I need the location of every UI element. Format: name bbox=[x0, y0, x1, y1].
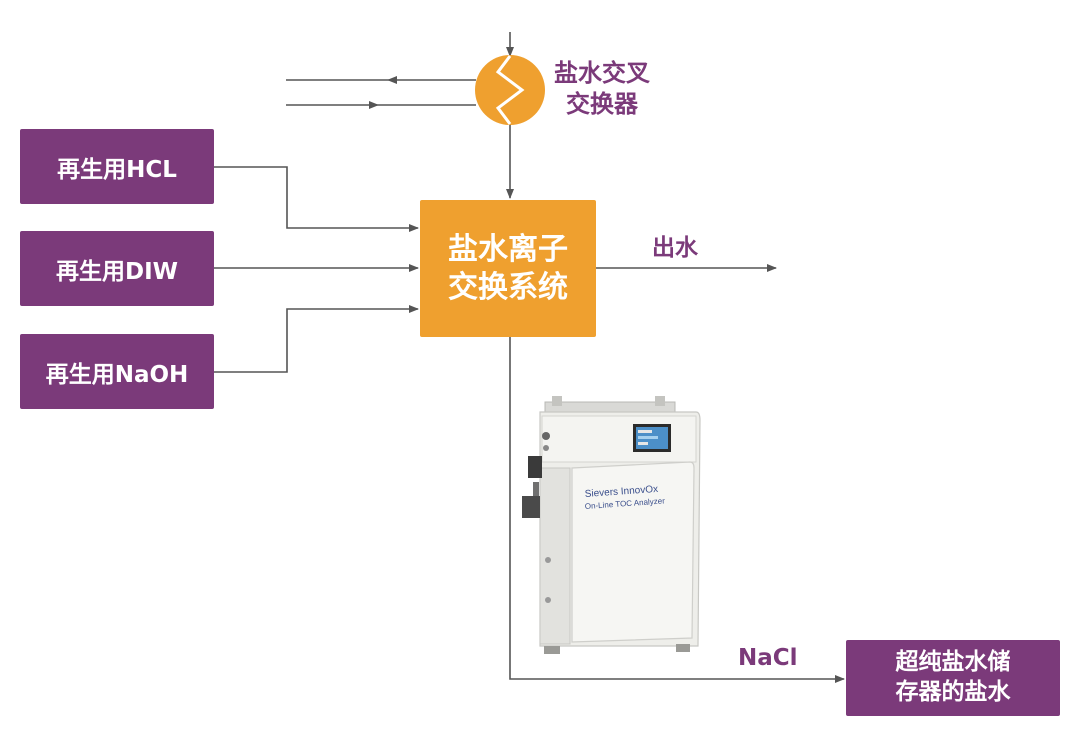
nacl-label: NaCl bbox=[738, 645, 798, 671]
brine-ion-exchange-system: 盐水离子 交换系统 bbox=[420, 200, 596, 337]
toc-analyzer-illustration: Sievers InnovOx On-Line TOC Analyzer bbox=[522, 396, 701, 654]
nacl-line bbox=[509, 337, 845, 683]
input-box-hcl: 再生用HCL bbox=[20, 129, 214, 204]
brine-exchanger-symbol bbox=[475, 55, 545, 125]
storage-label: 超纯盐水储 存器的盐水 bbox=[895, 649, 1011, 705]
naoh-line bbox=[214, 305, 419, 373]
input-box-naoh: 再生用NaOH bbox=[20, 334, 214, 409]
system-label: 盐水离子 交换系统 bbox=[448, 232, 568, 305]
exchanger-zigzag bbox=[495, 55, 525, 125]
exchanger-label: 盐水交叉 交换器 bbox=[554, 59, 650, 119]
input-label-hcl: 再生用HCL bbox=[57, 156, 177, 183]
ultrapure-brine-storage-box: 超纯盐水储 存器的盐水 bbox=[846, 640, 1060, 716]
input-label-naoh: 再生用NaOH bbox=[45, 361, 189, 388]
analyzer-brand: Sievers InnovOx bbox=[584, 484, 658, 500]
input-label-diw: 再生用DIW bbox=[55, 258, 179, 285]
outlet-label: 出水 bbox=[652, 235, 698, 261]
input-box-diw: 再生用DIW bbox=[20, 231, 214, 306]
hcl-line bbox=[214, 166, 419, 232]
